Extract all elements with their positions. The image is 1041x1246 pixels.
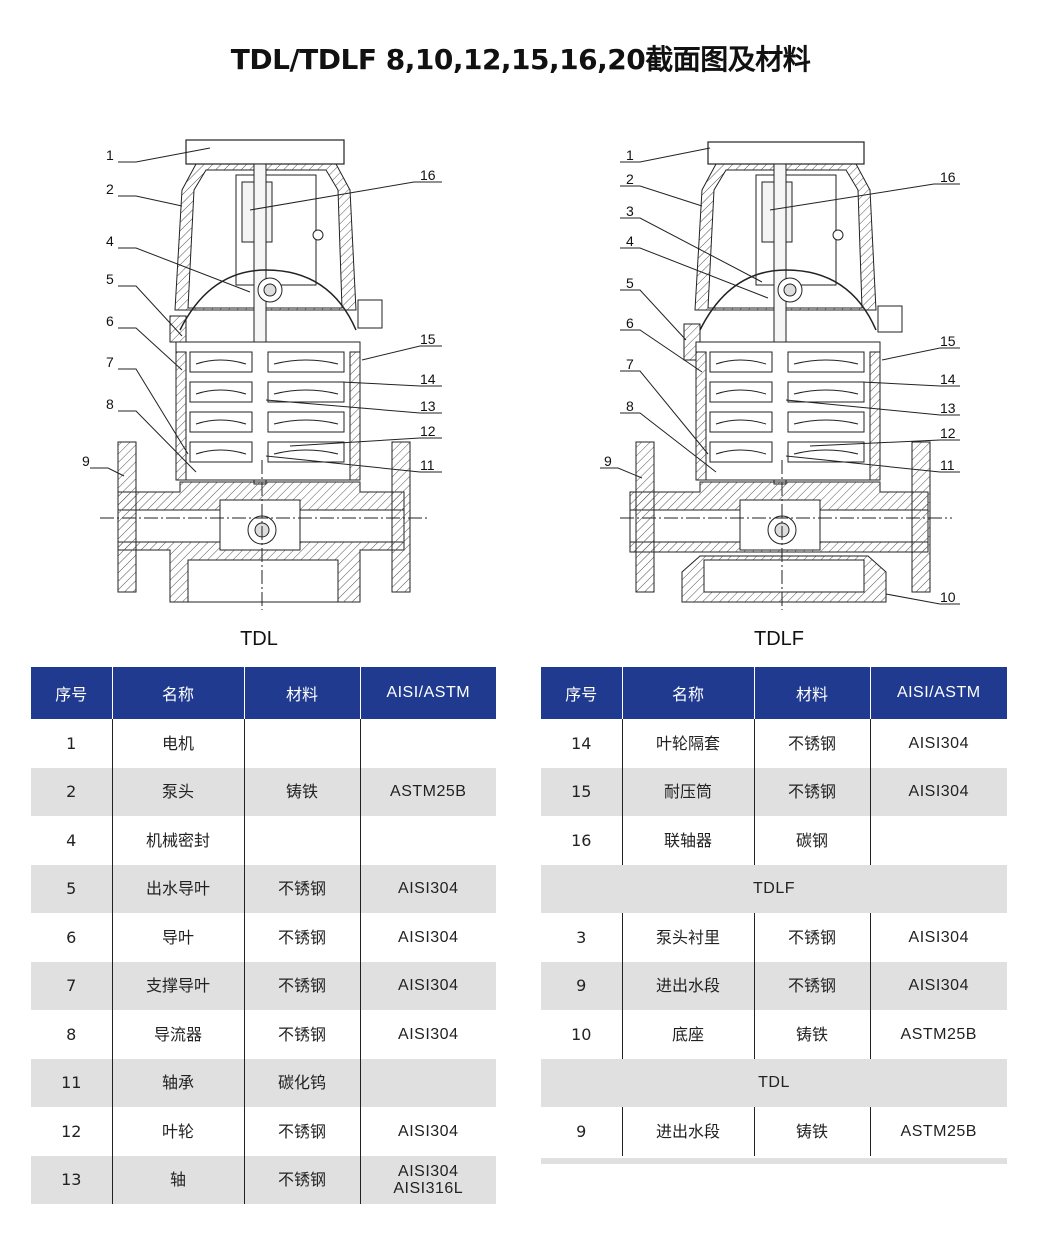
section-row-tdl: TDL xyxy=(541,1058,1007,1107)
table-header-row: 序号 名称 材料 AISI/ASTM xyxy=(541,667,1007,719)
label-12: 12 xyxy=(940,425,956,441)
section-row-tdlf: TDLF xyxy=(541,864,1007,913)
label-6: 6 xyxy=(106,313,114,329)
col-header-standard: AISI/ASTM xyxy=(869,667,1007,719)
tdl-cross-section-drawing: 1 2 4 5 6 7 8 9 16 15 14 13 12 11 xyxy=(70,120,470,620)
materials-table-left: 序号 名称 材料 AISI/ASTM 1 电机 2 泵头 铸铁 ASTM25B … xyxy=(31,667,496,1204)
label-14: 14 xyxy=(940,371,956,387)
col-header-name: 名称 xyxy=(111,667,244,719)
label-15: 15 xyxy=(420,331,436,347)
label-16: 16 xyxy=(940,169,956,185)
tdlf-cross-section-drawing: 1 2 3 4 5 6 7 8 9 16 15 14 13 12 11 10 xyxy=(590,120,990,620)
table-bottom-rule xyxy=(541,1158,1007,1164)
caption-tdlf: TDLF xyxy=(754,628,804,650)
label-16: 16 xyxy=(420,167,436,183)
label-7: 7 xyxy=(106,354,114,370)
table-row: 9 进出水段 不锈钢 AISI304 xyxy=(541,961,1007,1010)
label-4: 4 xyxy=(106,233,114,249)
materials-table-right: 序号 名称 材料 AISI/ASTM 14 叶轮隔套 不锈钢 AISI304 1… xyxy=(541,667,1007,1156)
table-row: 2 泵头 铸铁 ASTM25B xyxy=(31,767,496,816)
label-4: 4 xyxy=(626,233,634,249)
label-9: 9 xyxy=(604,453,612,469)
label-1: 1 xyxy=(626,147,634,163)
label-9: 9 xyxy=(82,453,90,469)
table-row: 1 电机 xyxy=(31,719,496,768)
label-5: 5 xyxy=(626,275,634,291)
label-2: 2 xyxy=(626,171,634,187)
col-header-material: 材料 xyxy=(243,667,360,719)
label-14: 14 xyxy=(420,371,436,387)
table-row: 9 进出水段 铸铁 ASTM25B xyxy=(541,1107,1007,1156)
table-row: 12 叶轮 不锈钢 AISI304 xyxy=(31,1107,496,1156)
table-row: 14 叶轮隔套 不锈钢 AISI304 xyxy=(541,719,1007,768)
table-header-row: 序号 名称 材料 AISI/ASTM xyxy=(31,667,496,719)
label-11: 11 xyxy=(420,457,435,473)
label-5: 5 xyxy=(106,271,114,287)
table-row: 4 机械密封 xyxy=(31,816,496,865)
label-3: 3 xyxy=(626,203,634,219)
label-1: 1 xyxy=(106,147,114,163)
table-row: 5 出水导叶 不锈钢 AISI304 xyxy=(31,864,496,913)
label-12: 12 xyxy=(420,423,436,439)
caption-tdl: TDL xyxy=(240,628,278,650)
table-row: 7 支撑导叶 不锈钢 AISI304 xyxy=(31,961,496,1010)
label-13: 13 xyxy=(940,400,956,416)
label-2: 2 xyxy=(106,181,114,197)
col-header-no: 序号 xyxy=(541,667,622,719)
label-13: 13 xyxy=(420,398,436,414)
table-row: 11 轴承 碳化钨 xyxy=(31,1058,496,1107)
label-15: 15 xyxy=(940,333,956,349)
label-8: 8 xyxy=(106,396,114,412)
table-row: 8 导流器 不锈钢 AISI304 xyxy=(31,1010,496,1059)
col-header-material: 材料 xyxy=(753,667,870,719)
label-7: 7 xyxy=(626,356,634,372)
label-6: 6 xyxy=(626,315,634,331)
col-header-no: 序号 xyxy=(31,667,112,719)
table-row: 15 耐压筒 不锈钢 AISI304 xyxy=(541,767,1007,816)
table-row: 10 底座 铸铁 ASTM25B xyxy=(541,1010,1007,1059)
col-header-standard: AISI/ASTM xyxy=(359,667,496,719)
table-row: 16 联轴器 碳钢 xyxy=(541,816,1007,865)
label-11: 11 xyxy=(940,457,955,473)
page-title: TDL/TDLF 8,10,12,15,16,20截面图及材料 xyxy=(230,43,811,76)
label-8: 8 xyxy=(626,398,634,414)
label-10: 10 xyxy=(940,589,956,605)
col-header-name: 名称 xyxy=(621,667,754,719)
table-row: 3 泵头衬里 不锈钢 AISI304 xyxy=(541,913,1007,962)
table-row: 6 导叶 不锈钢 AISI304 xyxy=(31,913,496,962)
